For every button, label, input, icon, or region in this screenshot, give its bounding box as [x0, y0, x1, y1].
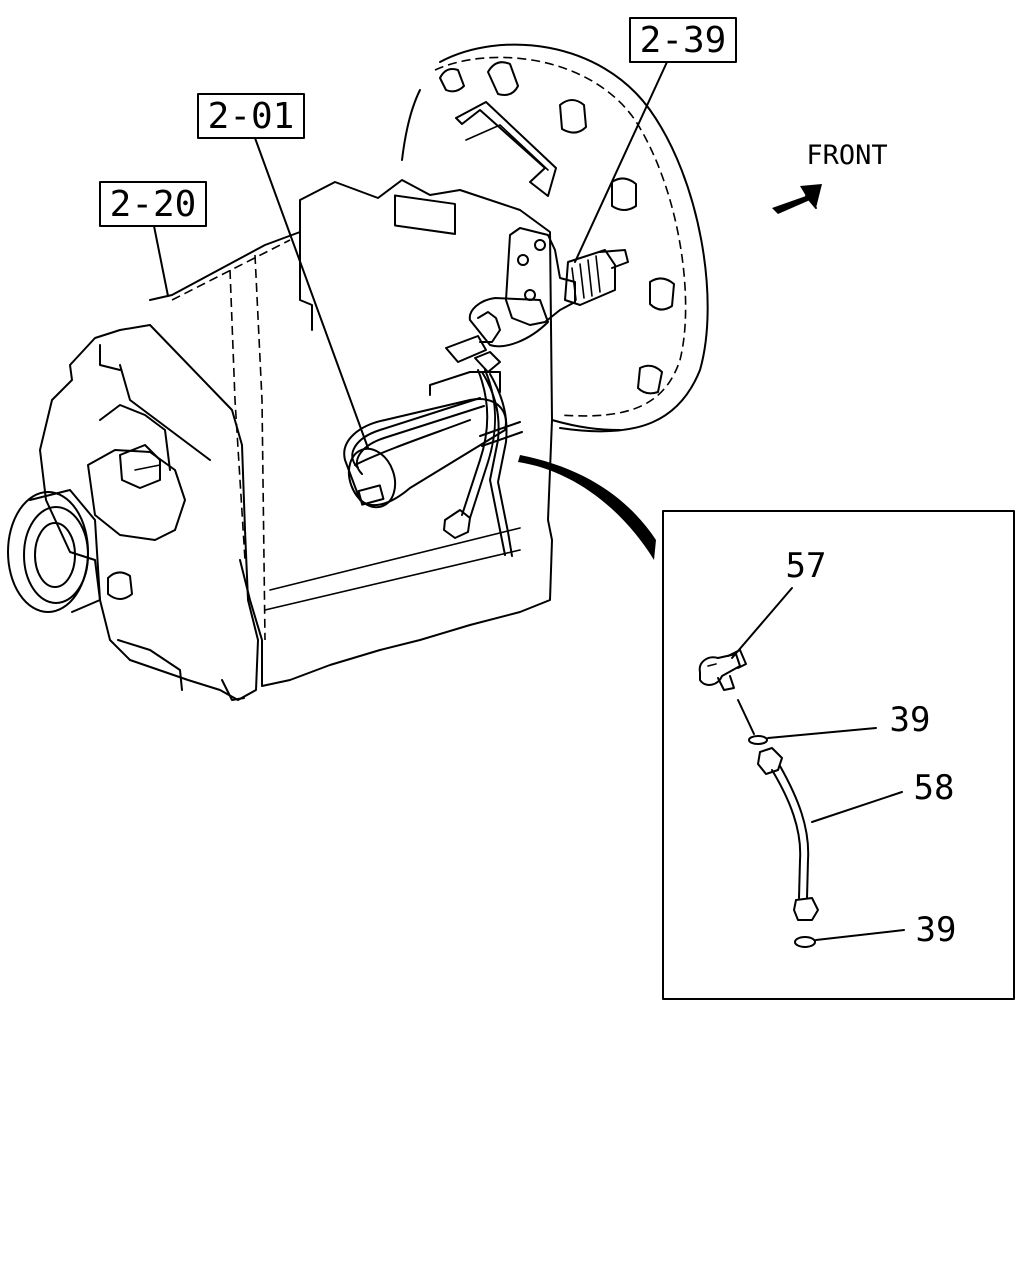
clutch-housing — [394, 43, 709, 433]
leader-line — [254, 137, 369, 449]
ref-label-2-01: 2-01 — [197, 93, 369, 449]
callout-number: 39 — [916, 910, 957, 950]
part-58-pipe — [757, 747, 819, 921]
leader-line — [811, 791, 903, 823]
inset-pointer-arc — [518, 455, 656, 560]
leader-line — [815, 929, 905, 941]
part-57-fitting — [698, 649, 747, 691]
callout-39-lower: 39 — [815, 910, 957, 950]
front-label: FRONT — [806, 140, 887, 171]
callout-39-upper: 39 — [737, 699, 931, 740]
part-39-gasket-lower — [794, 936, 816, 948]
clutch-hose — [443, 335, 523, 557]
ref-label-text: 2-01 — [208, 96, 295, 137]
clutch-slave-bracket — [468, 227, 629, 348]
part-39-gasket-upper — [748, 735, 768, 745]
callout-57: 57 — [731, 546, 827, 659]
ref-label-2-20: 2-20 — [99, 181, 207, 297]
front-arrow-icon — [772, 184, 822, 214]
front-direction-indicator: FRONT — [772, 140, 888, 214]
callout-number: 58 — [914, 768, 955, 808]
ref-label-text: 2-39 — [640, 20, 727, 61]
clutch-booster — [343, 397, 507, 509]
ref-label-2-39: 2-39 — [574, 17, 737, 263]
rear-flange-assembly — [7, 324, 259, 701]
inset-frame — [662, 510, 1015, 1000]
transmission-case — [149, 179, 621, 687]
ref-label-text: 2-20 — [110, 184, 197, 225]
transmission-assembly — [7, 43, 709, 701]
callout-number: 57 — [786, 546, 827, 586]
callout-number: 39 — [890, 700, 931, 740]
leader-line — [737, 699, 755, 735]
leader-line — [153, 225, 169, 297]
leader-line — [767, 727, 877, 739]
detail-inset: 57 39 58 39 — [662, 510, 1015, 1000]
callout-58: 58 — [811, 768, 955, 823]
leader-line — [731, 587, 793, 659]
leader-line — [574, 61, 668, 263]
